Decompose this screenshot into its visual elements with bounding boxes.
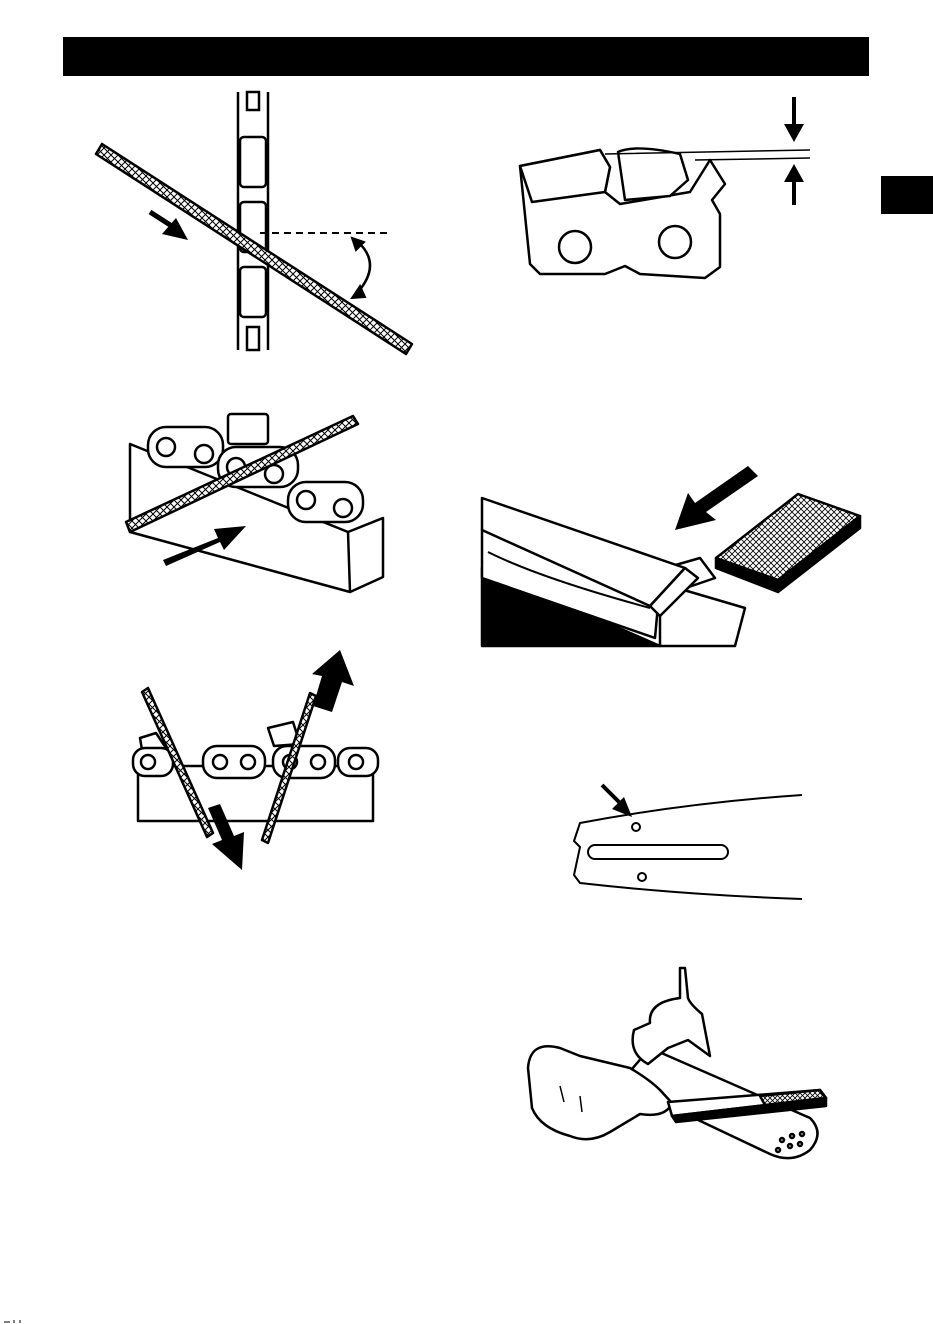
cutter-link-icon (520, 148, 810, 278)
push-arrow-icon (675, 466, 758, 530)
bar-dressing-figure (520, 968, 840, 1188)
page-corner-marks (0, 1314, 40, 1324)
arrow-up-icon (312, 650, 354, 712)
gap-arrow-up-icon (784, 164, 804, 205)
direction-arrow-icon (150, 212, 188, 240)
flat-file-icon (716, 494, 860, 592)
file-on-cutters-figure (118, 402, 408, 602)
file-angle-figure (90, 92, 430, 362)
guide-bar-nose-icon (574, 795, 802, 899)
bar-grooves-figure (480, 458, 880, 653)
bar-oil-hole-figure (566, 775, 816, 905)
side-language-tab (881, 176, 933, 214)
chain-icon (238, 92, 268, 350)
section-header-bar (63, 37, 869, 76)
file-strokes-figure (128, 648, 388, 878)
gap-arrow-down-icon (784, 97, 804, 142)
oil-hole-arrow-icon (602, 785, 632, 817)
depth-gauge-figure (510, 92, 820, 292)
